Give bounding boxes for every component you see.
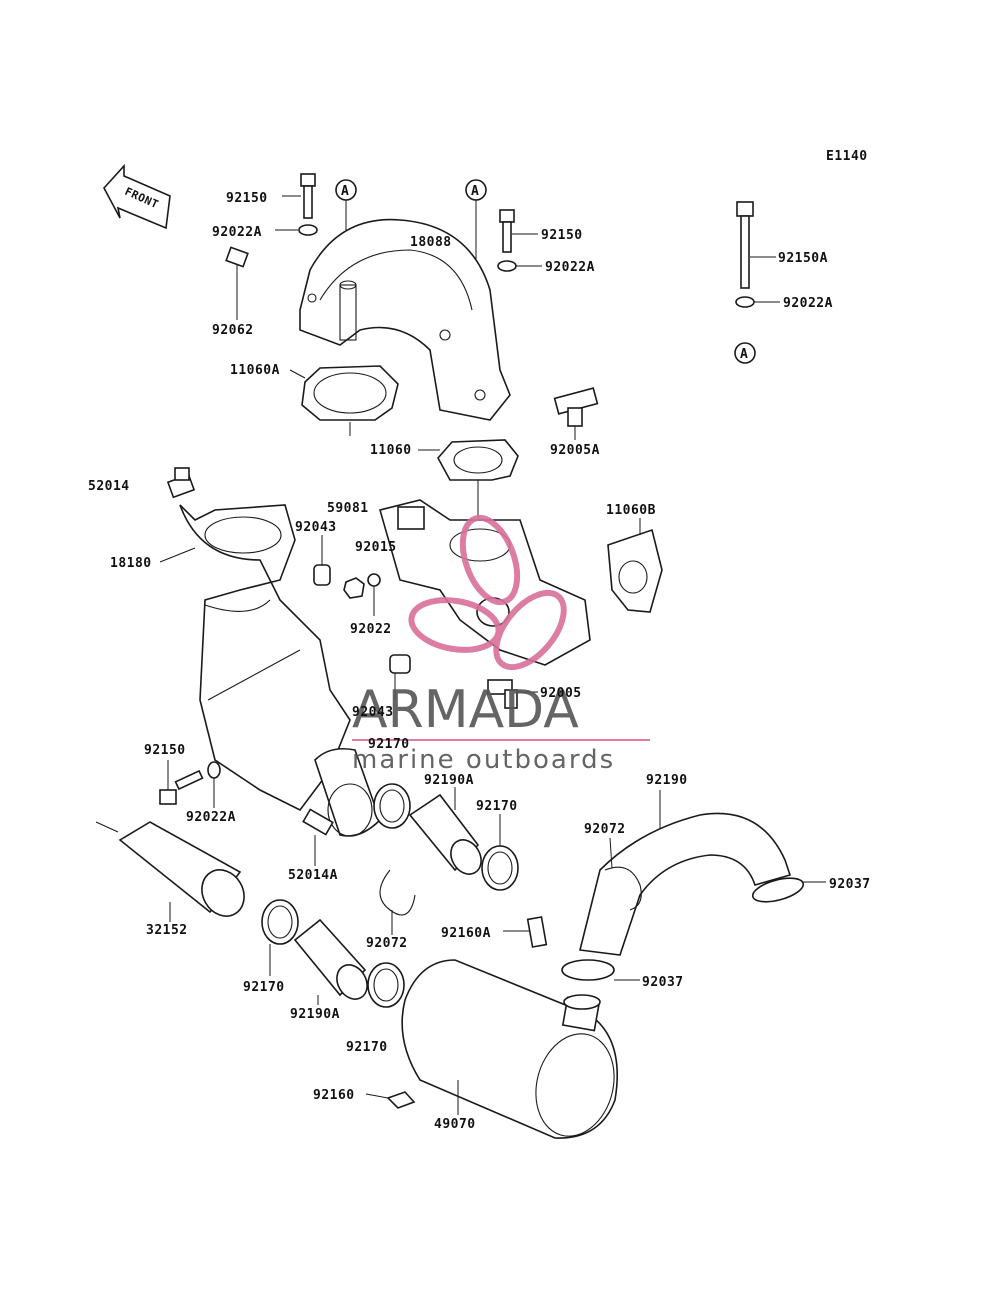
callout-92190a: 92190A: [290, 1007, 340, 1022]
callout-49070: 49070: [434, 1117, 476, 1132]
gasket-11060b-part: [607, 518, 663, 613]
reference-marker-a-3: A: [734, 342, 756, 364]
callout-92062: 92062: [212, 323, 254, 338]
callout-92022a: 92022A: [186, 810, 236, 825]
gasket-11060-part: [418, 439, 519, 520]
clamp-92170-left: [261, 899, 299, 976]
callout-92022a: 92022A: [545, 260, 595, 275]
callout-92015: 92015: [355, 540, 397, 555]
callout-92022a: 92022A: [783, 296, 833, 311]
callout-92160: 92160: [313, 1088, 355, 1103]
callout-92043: 92043: [295, 520, 337, 535]
elbow-52014a: [302, 808, 334, 866]
clamp-92037-middle: [561, 959, 640, 981]
pad-92160: [365, 1091, 416, 1109]
callout-92005a: 92005A: [550, 443, 600, 458]
callout-92005: 92005: [540, 686, 582, 701]
spacer-92043-upper: [313, 535, 331, 586]
callout-11060b: 11060B: [606, 503, 656, 518]
callout-92043: 92043: [352, 705, 394, 720]
ref-marker-text: A: [471, 184, 479, 199]
exhaust-manifold-part: [299, 218, 511, 421]
callout-92022a: 92022A: [212, 225, 262, 240]
callout-59081: 59081: [327, 501, 369, 516]
callout-52014: 52014: [88, 479, 130, 494]
callout-92170: 92170: [243, 980, 285, 995]
diagram-code: E1140: [826, 149, 868, 164]
front-arrow-icon: FRONT: [103, 163, 171, 230]
clamp-92037-right: [751, 877, 826, 903]
watermark-tagline: marine outboards: [352, 745, 615, 775]
pipe-92190-part: [579, 790, 792, 956]
elbow-52014: [166, 467, 196, 499]
callout-92160a: 92160A: [441, 926, 491, 941]
callout-18088: 18088: [410, 235, 452, 250]
armada-watermark: ARMADA marine outboards: [352, 514, 650, 775]
callout-92150: 92150: [226, 191, 268, 206]
callout-92072: 92072: [584, 822, 626, 837]
hose-92190a-lower: [293, 918, 368, 1005]
washer-92022: [367, 573, 381, 616]
hose-92190a-upper: [408, 787, 482, 875]
pipe-32152-part: [95, 821, 245, 922]
callout-92037: 92037: [829, 877, 871, 892]
bolt-92150-top-left: [282, 173, 316, 219]
watermark-brand: ARMADA: [352, 680, 579, 740]
callout-92170: 92170: [368, 737, 410, 752]
clamp-92170-middle: [481, 814, 519, 891]
pad-92160a: [503, 916, 548, 948]
callout-18180: 18180: [110, 556, 152, 571]
long-bolt-92150a: [736, 201, 776, 289]
ref-marker-text: A: [341, 184, 349, 199]
exhaust-body-59081-part: [379, 499, 591, 666]
clamp-92072-lower: [604, 837, 642, 911]
callout-92190: 92190: [646, 773, 688, 788]
callout-92022: 92022: [350, 622, 392, 637]
propeller-logo-icon: [408, 514, 567, 671]
washer-92022a-right: [735, 296, 780, 308]
callout-32152: 32152: [146, 923, 188, 938]
callout-92190a: 92190A: [424, 773, 474, 788]
callout-92170: 92170: [476, 799, 518, 814]
exhaust-pipe-18180-part: [159, 504, 351, 812]
washer-92022a-top-right: [497, 260, 542, 272]
clamp-92170-lower: [367, 962, 405, 1008]
callout-92150a: 92150A: [778, 251, 828, 266]
clamp-92170-upper: [373, 783, 411, 829]
callout-92170: 92170: [346, 1040, 388, 1055]
spacer-92043-lower: [389, 654, 411, 700]
washer-92022a-lower: [207, 761, 221, 808]
callout-52014a: 52014A: [288, 868, 338, 883]
fitting-92005: [487, 679, 538, 709]
nut-92015: [343, 577, 365, 599]
clamp-92072-upper: [379, 869, 416, 935]
fitting-92005a: [553, 387, 599, 440]
callout-11060: 11060: [370, 443, 412, 458]
ref-marker-text: A: [740, 347, 748, 362]
callout-11060a: 11060A: [230, 363, 280, 378]
gasket-11060a-part: [289, 365, 399, 436]
callout-92037: 92037: [642, 975, 684, 990]
callout-92150: 92150: [144, 743, 186, 758]
callout-92150: 92150: [541, 228, 583, 243]
fitting-92062: [225, 246, 249, 320]
bolt-92150-lower: [159, 760, 204, 805]
callout-92072: 92072: [366, 936, 408, 951]
bolt-92150-top-right: [499, 209, 538, 253]
washer-92022a-top-left: [275, 224, 318, 236]
muffler-49070-part: [401, 959, 618, 1139]
